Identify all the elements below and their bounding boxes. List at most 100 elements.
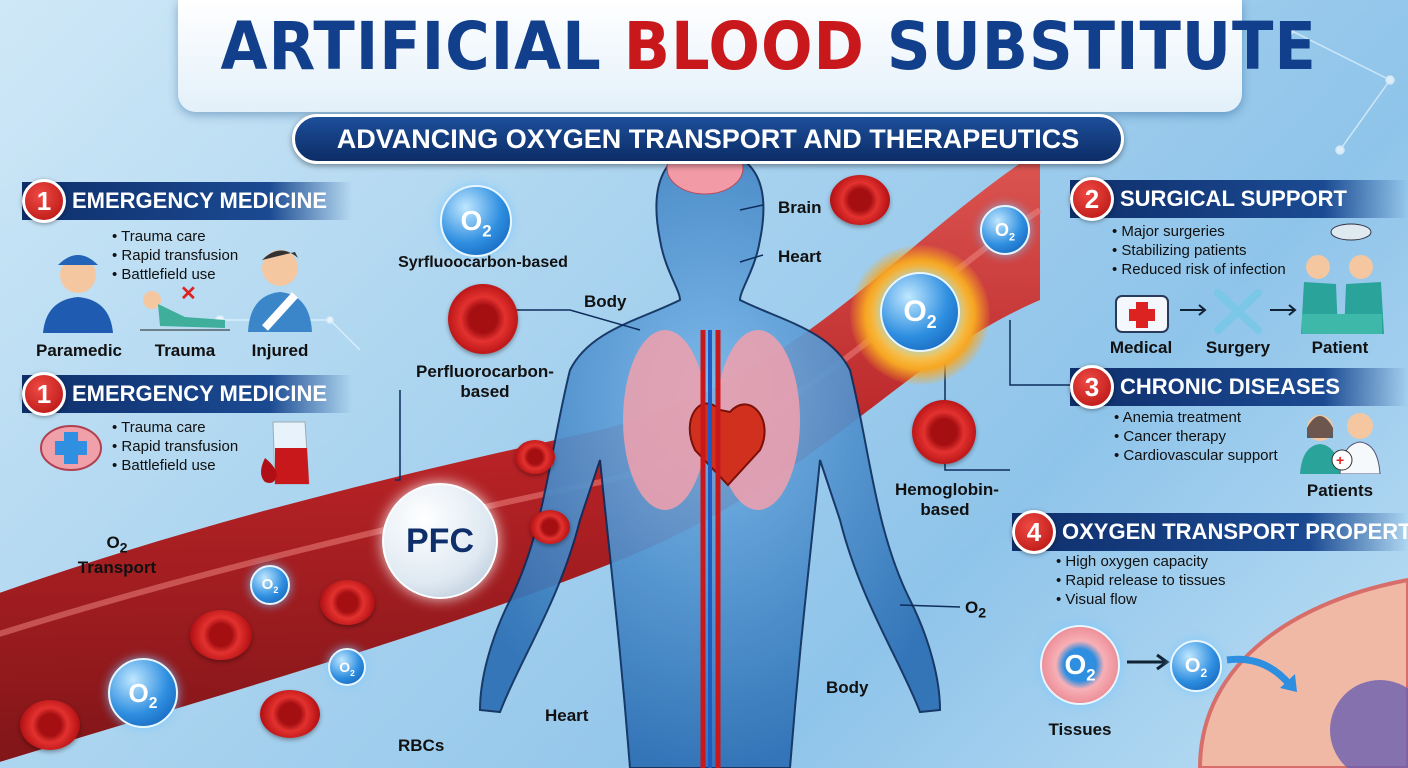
arrow-right-icon	[1127, 653, 1170, 671]
heart-label-top: Heart	[778, 247, 822, 266]
section-number-badge: 1	[22, 372, 66, 416]
o2-subscript: 2	[273, 585, 279, 595]
section-4-bullets: High oxygen capacity Rapid release to ti…	[1056, 552, 1226, 609]
o2-symbol: O	[261, 576, 274, 593]
section-chronic-diseases: CHRONIC DISEASES 3	[1070, 365, 1408, 409]
patients-label: Patients	[1306, 481, 1374, 500]
red-blood-cell	[190, 610, 252, 660]
left-lung	[623, 330, 707, 510]
brain-label: Brain	[778, 198, 822, 217]
o2-symbol: O	[460, 205, 483, 236]
bullet-item: Cardiovascular support	[1114, 446, 1277, 465]
o2-bubble: O2	[108, 658, 178, 728]
curved-arrow-icon	[1226, 655, 1297, 692]
o2-symbol: O	[1064, 649, 1087, 680]
o2-bubble: O2	[980, 205, 1030, 255]
section-emergency-medicine-2: EMERGENCY MEDICINE 1	[22, 372, 352, 416]
bullet-item: High oxygen capacity	[1056, 552, 1226, 571]
o2-symbol: O	[128, 678, 149, 708]
section-heading: OXYGEN TRANSPORT PROPERTIES	[1012, 513, 1408, 551]
surgeons-patient-icon	[1301, 223, 1384, 334]
section-number-badge: 2	[1070, 177, 1114, 221]
paramedic-label: Paramedic	[36, 341, 122, 360]
o2-bubble: O2	[250, 565, 290, 605]
flow-arrows-icon	[1180, 304, 1297, 316]
bullet-item: Trauma care	[112, 227, 238, 246]
medical-kit-icon	[1115, 295, 1169, 333]
perfluorocarbon-label: Perfluorocarbon-based	[416, 362, 554, 401]
transport-text: Transport	[77, 558, 157, 578]
section-1b-bullets: Trauma care Rapid transfusion Battlefiel…	[112, 418, 238, 475]
section-1-bullets: Trauma care Rapid transfusion Battlefiel…	[112, 227, 238, 284]
o2-subscript: 2	[350, 667, 355, 678]
section-emergency-medicine-1: EMERGENCY MEDICINE 1	[22, 179, 352, 223]
injured-label: Injured	[251, 341, 309, 360]
o2-bubble: O2	[1170, 640, 1222, 692]
red-blood-cell	[515, 440, 555, 474]
pfc-sphere: PFC	[382, 483, 498, 599]
section-heading: CHRONIC DISEASES	[1070, 368, 1408, 406]
section-number-badge: 1	[22, 179, 66, 223]
o2-symbol: O	[994, 220, 1009, 240]
o2-right-label: O2	[965, 598, 986, 621]
bullet-item: Rapid transfusion	[112, 437, 238, 456]
red-blood-cell	[260, 690, 320, 738]
o2-subscript: 2	[148, 695, 158, 713]
syrfluoocarbon-label: Syrfluoocarbon-based	[398, 254, 568, 271]
section-oxygen-transport-properties: OXYGEN TRANSPORT PROPERTIES 4	[1012, 510, 1408, 554]
bullet-item: Visual flow	[1056, 590, 1226, 609]
title-banner: ARTIFICIAL BLOOD SUBSTITUTE	[178, 0, 1316, 112]
trauma-label: Trauma	[154, 341, 216, 360]
bullet-item: Reduced risk of infection	[1112, 260, 1285, 279]
surgery-label: Surgery	[1205, 338, 1271, 357]
patients-icon: +	[1300, 413, 1381, 474]
heart-label-bottom: Heart	[545, 706, 589, 725]
section-surgical-support: SURGICAL SUPPORT 2	[1070, 177, 1408, 221]
title-part-blood: BLOOD	[623, 8, 865, 85]
o2-bubble: O2	[328, 648, 366, 686]
bullet-item: Major surgeries	[1112, 222, 1286, 241]
page-subtitle: ADVANCING OXYGEN TRANSPORT AND THERAPEUT…	[292, 114, 1124, 164]
o2-symbol: O	[339, 659, 351, 675]
body-label-bottom: Body	[826, 678, 869, 697]
bullet-item: Rapid release to tissues	[1056, 571, 1225, 590]
hemoglobin-label: Hemoglobin-based	[895, 480, 999, 519]
o2-subscript: 2	[978, 605, 987, 622]
surgery-tools-icon	[1214, 289, 1262, 334]
o2-subscript: 2	[1009, 231, 1016, 244]
red-blood-cell	[830, 175, 890, 225]
svg-text:+: +	[1336, 452, 1344, 468]
hemoglobin-cells	[912, 400, 976, 464]
o2-molecule-large: O2	[440, 185, 512, 257]
trauma-icon: ✕	[140, 283, 230, 331]
medical-label: Medical	[1109, 338, 1173, 357]
o2-symbol: O	[106, 533, 120, 552]
red-blood-cell	[320, 580, 375, 625]
o2-subscript: 2	[482, 221, 492, 241]
bullet-item: Anemia treatment	[1114, 408, 1278, 427]
bullet-item: Rapid transfusion	[112, 246, 238, 265]
section-3-bullets: Anemia treatment Cancer therapy Cardiova…	[1114, 408, 1278, 465]
o2-molecule-glowing: O2	[880, 272, 960, 352]
svg-text:✕: ✕	[180, 283, 197, 305]
blood-beaker-icon	[261, 421, 310, 485]
section-heading: SURGICAL SUPPORT	[1070, 180, 1408, 218]
o2-symbol: O	[1184, 655, 1201, 677]
title-part-artificial: ARTIFICIAL	[220, 8, 624, 85]
o2-symbol: O	[965, 598, 979, 617]
paramedic-icon	[43, 255, 113, 333]
o2-subscript: 2	[1200, 666, 1208, 680]
body-label-top: Body	[584, 292, 627, 311]
injured-icon	[248, 250, 312, 332]
section-heading: EMERGENCY MEDICINE	[22, 375, 352, 413]
rbcs-label: RBCs	[398, 736, 445, 755]
o2-subscript: 2	[119, 540, 128, 557]
brain-plus-icon	[40, 425, 102, 471]
bullet-item: Cancer therapy	[1114, 427, 1278, 446]
o2-subscript: 2	[926, 312, 937, 332]
bullet-item: Battlefield use	[112, 456, 238, 475]
section-number-badge: 3	[1070, 365, 1114, 409]
title-part-substitute: SUBSTITUTE	[864, 8, 1317, 85]
bullet-item: Trauma care	[112, 418, 238, 437]
